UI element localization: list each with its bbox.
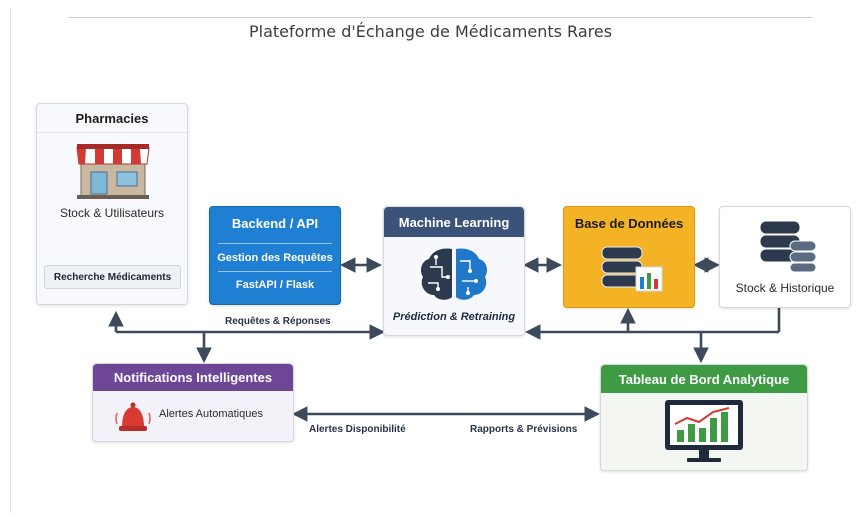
ml-caption: Prédiction & Retraining	[392, 311, 516, 323]
database-chart-icon	[601, 246, 663, 292]
alarm-bell-icon	[115, 402, 151, 431]
database-stack-icon	[759, 220, 817, 273]
backend-header: Backend / API	[231, 215, 319, 231]
backend-divider-1	[218, 243, 332, 244]
database-header: Base de Données	[574, 215, 684, 231]
notifications-label: Alertes Automatiques	[159, 408, 263, 420]
backend-line1: Gestion des Requêtes	[217, 252, 333, 264]
backend-line2: FastAPI / Flask	[235, 279, 315, 291]
edge-label-requests: Requêtes & Réponses	[225, 316, 331, 327]
edge-label-reports: Rapports & Prévisions	[470, 424, 578, 435]
backend-divider-2	[218, 271, 332, 272]
stock-history-node: Stock & Historique	[719, 206, 851, 308]
stock-history-label: Stock & Historique	[735, 281, 835, 295]
backend-node: Backend / API Gestion des Requêtes FastA…	[209, 206, 341, 305]
pharmacies-search-label: Recherche Médicaments	[53, 271, 172, 283]
pharmacies-stock-label: Stock & Utilisateurs	[59, 206, 165, 220]
ml-header: Machine Learning	[384, 207, 524, 237]
dashboard-header: Tableau de Bord Analytique	[601, 365, 807, 393]
brain-circuit-icon	[421, 248, 487, 300]
pharmacies-header: Pharmacies	[37, 104, 187, 133]
diagram-title: Plateforme d'Échange de Médicaments Rare…	[248, 22, 613, 41]
ml-node: Machine Learning Prédiction & Retrai	[383, 206, 525, 336]
pharmacies-search-box[interactable]: Recherche Médicaments	[44, 265, 181, 289]
notifications-node: Notifications Intelligentes Alertes Auto…	[92, 363, 294, 442]
notifications-header: Notifications Intelligentes	[93, 364, 293, 391]
frame-top-rule	[68, 17, 813, 18]
monitor-chart-icon	[665, 400, 743, 462]
pharmacies-node: Pharmacies Stock & Utilisateurs Recherch…	[36, 103, 188, 305]
dashboard-node: Tableau de Bord Analytique	[600, 364, 808, 471]
edge-label-availability: Alertes Disponibilité	[309, 424, 406, 435]
frame-left-border	[10, 8, 11, 513]
database-node: Base de Données	[563, 206, 695, 308]
pharmacy-storefront-icon	[76, 144, 150, 199]
